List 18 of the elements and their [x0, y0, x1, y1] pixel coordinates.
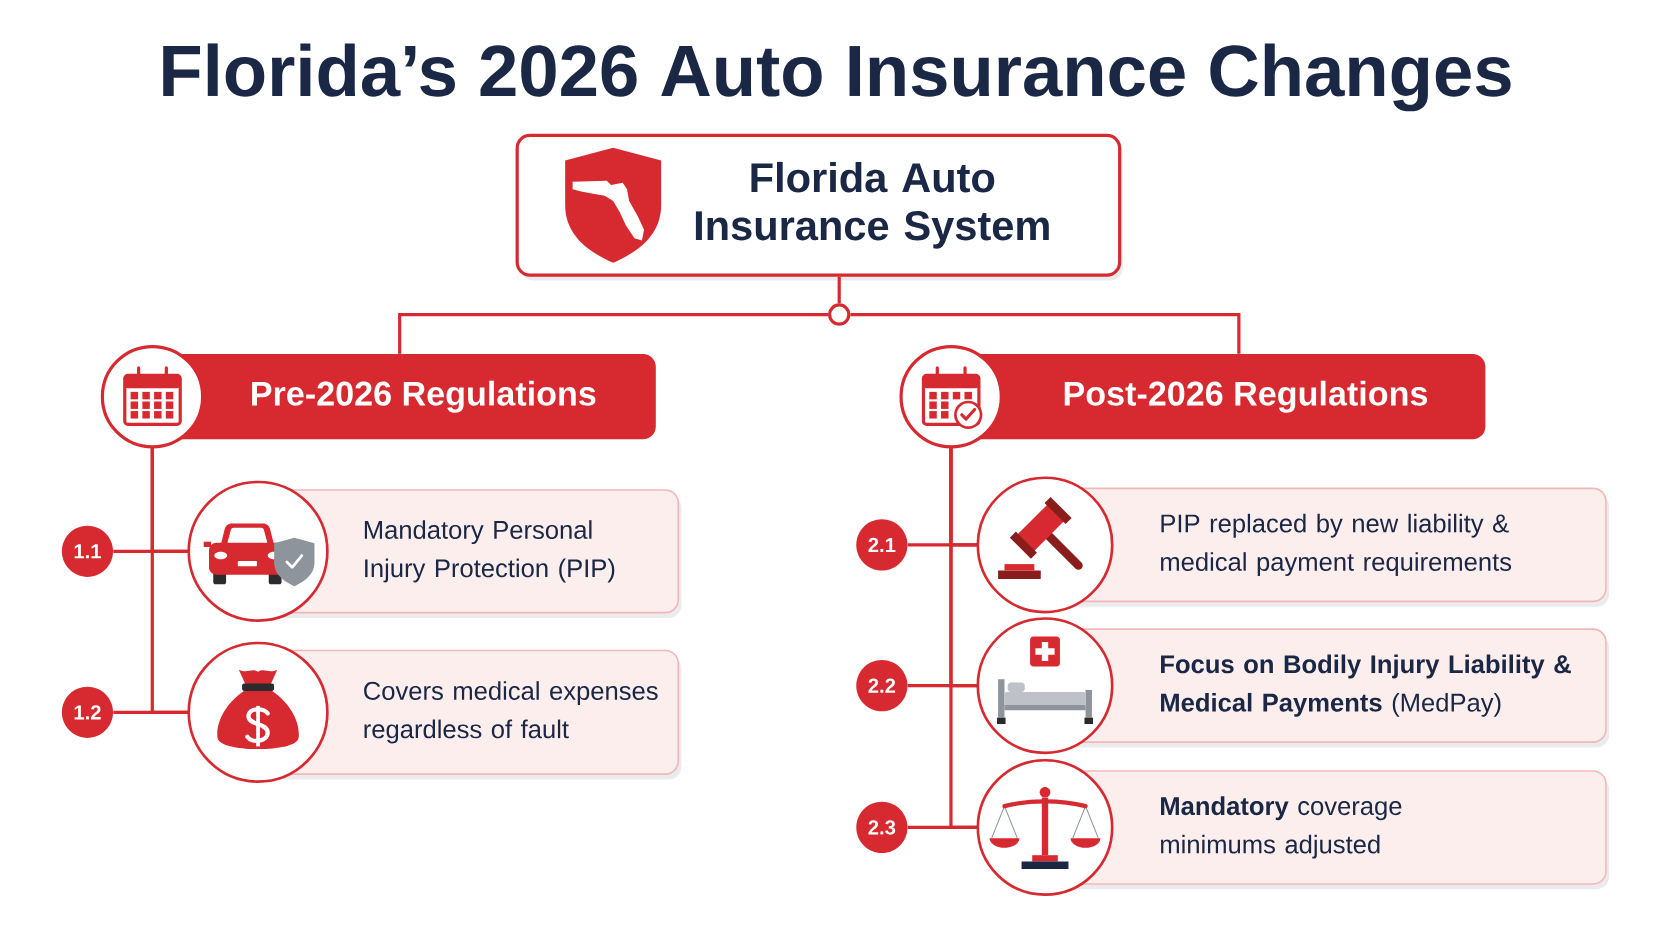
connector-line: [837, 276, 841, 304]
connector-line: [850, 312, 1241, 354]
connector-line: [907, 683, 978, 687]
connector-line: [907, 825, 978, 829]
connector-line: [113, 710, 189, 714]
connector-line: [113, 549, 189, 553]
number-badge: 2.1: [856, 519, 908, 571]
number-badge: 1.1: [61, 525, 114, 577]
number-badge: 1.2: [61, 686, 114, 738]
connector-line: [398, 312, 828, 354]
connector-line: [907, 543, 978, 547]
number-badge: 2.2: [856, 659, 908, 711]
junction-dot: [828, 303, 851, 326]
number-badge: 2.3: [856, 801, 908, 853]
title: Florida’s 2026 Auto Insurance Changes: [163, 43, 1511, 112]
title-box: Florida Auto Insurance System: [515, 133, 1123, 281]
banner: Post-2026 Regulations: [951, 353, 1486, 440]
banner: Pre-2026 Regulations: [152, 353, 656, 440]
